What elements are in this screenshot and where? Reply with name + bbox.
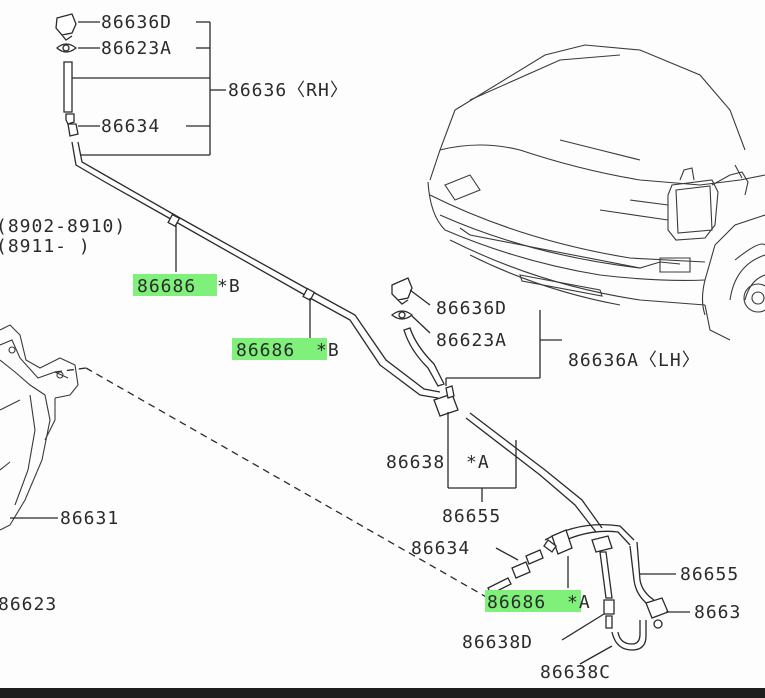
label-86686b-2-suffix: *B	[316, 340, 340, 361]
label-date-range-1: (8902-8910)	[0, 216, 126, 237]
label-86686b-1-suffix: *B	[217, 276, 241, 297]
label-8663-right[interactable]: 8663	[694, 602, 741, 623]
label-86623a-mid[interactable]: 86623A	[436, 330, 507, 351]
bottom-edge-bar	[0, 688, 765, 698]
label-86636a-lh[interactable]: 86636A〈LH〉	[568, 350, 701, 371]
label-86623[interactable]: 86623	[0, 594, 57, 615]
label-date-range-2: (8911- )	[0, 236, 91, 257]
washer-bracket-illustration	[0, 324, 79, 531]
label-86638c[interactable]: 86638C	[540, 662, 611, 683]
bottom-assembly-illustration	[487, 523, 669, 651]
label-86634-bottom[interactable]: 86634	[411, 538, 470, 559]
label-86686b-2[interactable]: 86686	[236, 340, 295, 361]
nozzle-rh-illustration	[55, 13, 79, 137]
label-86636d-mid[interactable]: 86636D	[436, 298, 507, 319]
label-86638a-suffix: *A	[466, 452, 490, 473]
label-86655[interactable]: 86655	[442, 506, 501, 527]
label-86636d-top[interactable]: 86636D	[101, 12, 172, 33]
hose-86655	[465, 412, 613, 599]
label-86631[interactable]: 86631	[60, 508, 119, 529]
label-86686a[interactable]: 86686	[487, 592, 546, 613]
label-86623a-top[interactable]: 86623A	[101, 38, 172, 59]
car-body-illustration	[427, 44, 765, 341]
label-86686b-1[interactable]: 86686	[137, 276, 196, 297]
leader-lines	[10, 21, 690, 665]
part-labels: 86636D 86623A 86636〈RH〉 86634 (8902-8910…	[0, 12, 741, 683]
highlight-86686b-1	[133, 274, 217, 296]
dashed-reference-line	[85, 367, 489, 599]
label-86655-right[interactable]: 86655	[680, 564, 739, 585]
label-86638d[interactable]: 86638D	[462, 632, 533, 653]
highlight-86686a	[485, 590, 581, 612]
label-86634-top[interactable]: 86634	[101, 116, 160, 137]
nozzle-lh-illustration	[390, 277, 459, 417]
label-86638a[interactable]: 86638	[386, 452, 445, 473]
dashed-reference-stub	[54, 367, 87, 373]
label-86686a-suffix: *A	[567, 592, 591, 613]
label-86636-rh[interactable]: 86636〈RH〉	[228, 80, 349, 101]
highlight-86686b-2	[232, 338, 327, 360]
